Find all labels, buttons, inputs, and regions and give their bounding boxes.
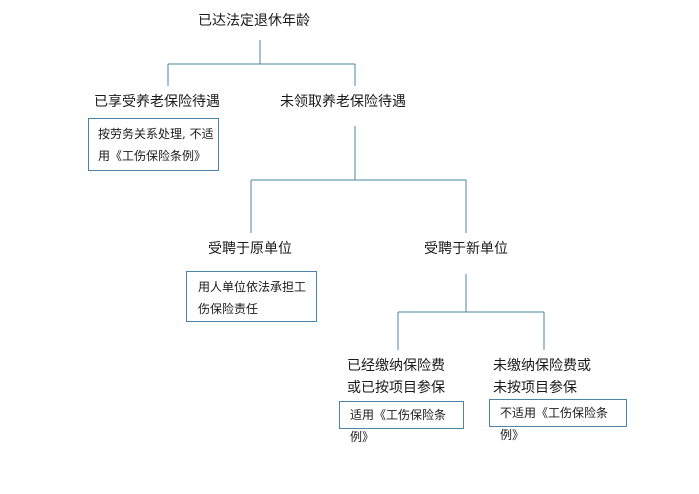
note-not-applies-regulation: 不适用《工伤保险条例》 [489,399,627,442]
note-line-2: 伤保险责任 [198,302,259,316]
note-text: 适用《工伤保险条例》 [350,408,447,444]
leaf-line-1: 已经缴纳保险费 [347,358,445,374]
note-text: 不适用《工伤保险条例》 [500,406,609,442]
branch-received-pension: 已享受养老保险待遇 [94,94,220,110]
leaf-line-1: 未缴纳保险费或 [493,358,591,374]
note-line-2: 用《工伤保险条例》 [98,149,207,163]
sub-original-employer: 受聘于原单位 [208,241,292,257]
note-line-1: 按劳务关系处理, 不适 [98,127,214,141]
root-node: 已达法定退休年龄 [198,13,310,29]
leaf-line-2: 未按项目参保 [493,380,577,396]
leaf-line-2: 或已按项目参保 [347,380,445,396]
branch-not-received-pension: 未领取养老保险待遇 [280,94,406,110]
leaf-insurance-paid: 已经缴纳保险费 或已按项目参保 [347,355,445,399]
note-employer-liability: 用人单位依法承担工 伤保险责任 [186,271,317,322]
sub-new-employer: 受聘于新单位 [424,241,508,257]
note-labor-relation: 按劳务关系处理, 不适 用《工伤保险条例》 [88,118,219,171]
leaf-insurance-unpaid: 未缴纳保险费或 未按项目参保 [493,355,591,399]
note-applies-regulation: 适用《工伤保险条例》 [339,401,464,444]
note-line-1: 用人单位依法承担工 [198,280,307,294]
